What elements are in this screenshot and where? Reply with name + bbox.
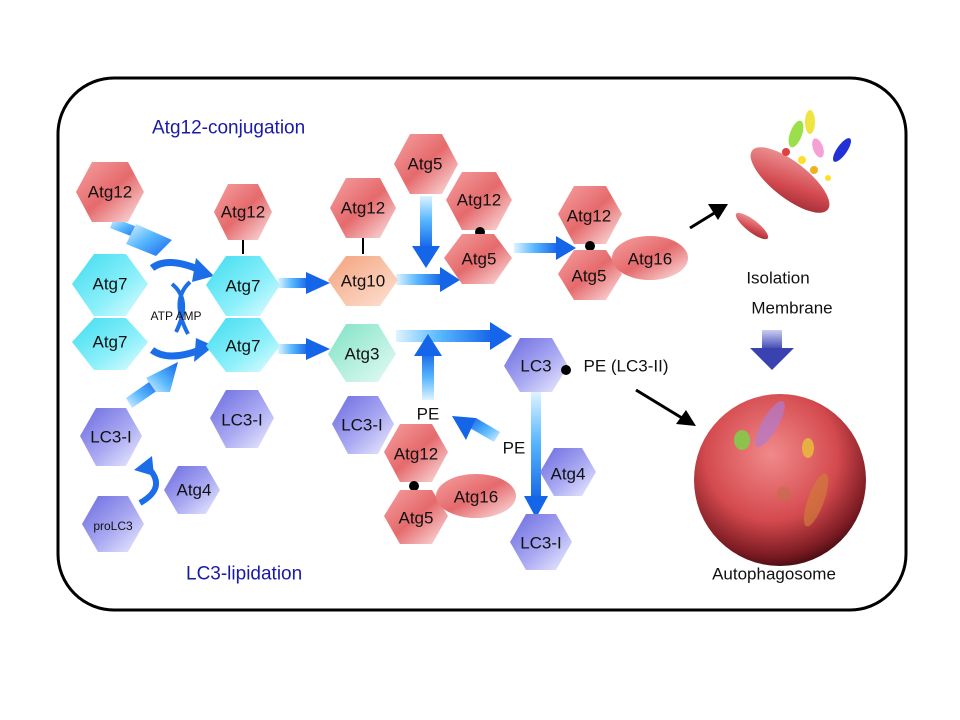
hex-lc3i-bottom: LC3-I xyxy=(510,514,572,570)
svg-text:LC3-I: LC3-I xyxy=(341,416,383,435)
svg-text:Atg4: Atg4 xyxy=(551,465,586,484)
svg-text:Atg12: Atg12 xyxy=(341,199,385,218)
svg-text:Atg16: Atg16 xyxy=(628,250,672,269)
arrow-pe-up xyxy=(414,334,442,400)
hex-atg12-free: Atg12 xyxy=(76,162,144,222)
svg-text:LC3-I: LC3-I xyxy=(90,428,132,447)
atp-cycle-arrow-top xyxy=(149,259,202,274)
hex-atg10: Atg10 xyxy=(328,256,398,306)
svg-text:Atg4: Atg4 xyxy=(177,481,212,500)
svg-text:Atg7: Atg7 xyxy=(226,277,261,296)
svg-text:Atg7: Atg7 xyxy=(226,337,261,356)
hex-atg5-bound: Atg5 xyxy=(444,234,512,284)
hex-lc3-lipidated: LC3 xyxy=(504,338,568,392)
hex-atg5-complex-top: Atg5 xyxy=(558,250,622,300)
hex-atg7-left-bottom: Atg7 xyxy=(72,318,148,370)
hex-atg12-complex-bottom: Atg12 xyxy=(384,424,448,482)
svg-text:Atg5: Atg5 xyxy=(572,267,607,286)
hex-atg7-right-top: Atg7 xyxy=(206,256,280,316)
atp-cycle-arrow-bottom xyxy=(149,346,202,360)
hex-atg4-left: Atg4 xyxy=(164,466,220,514)
hex-atg4-right: Atg4 xyxy=(540,448,596,496)
bond-dot-lc3-pe xyxy=(561,365,571,375)
pe-label-left: PE xyxy=(417,405,440,424)
svg-text:Atg12: Atg12 xyxy=(88,183,132,202)
svg-text:Atg10: Atg10 xyxy=(341,272,385,291)
arrow-to-autophagosome xyxy=(635,388,696,426)
lc3-ii-label: PE (LC3-II) xyxy=(583,357,668,376)
pe-label-right: PE xyxy=(503,439,526,458)
hex-atg12-complex-top: Atg12 xyxy=(558,186,622,244)
arrow-atg10-to-atg5 xyxy=(396,267,460,292)
atp-amp-label: ATP AMP xyxy=(151,309,202,323)
svg-text:Atg12: Atg12 xyxy=(394,445,438,464)
isolation-label: Isolation xyxy=(746,269,809,288)
svg-text:Atg12: Atg12 xyxy=(567,207,611,226)
svg-text:Atg12: Atg12 xyxy=(457,191,501,210)
arrow-atg5-down xyxy=(412,196,440,268)
arrow-atg3-to-lc3-pe xyxy=(396,322,512,350)
bond-dot-complex-top xyxy=(585,241,595,251)
svg-text:Atg12: Atg12 xyxy=(221,203,265,222)
ellipse-atg16-top: Atg16 xyxy=(612,236,688,280)
hex-atg5-complex-bottom: Atg5 xyxy=(384,490,448,544)
diagram-frame xyxy=(56,76,908,612)
svg-text:Atg7: Atg7 xyxy=(93,333,128,352)
svg-text:Atg5: Atg5 xyxy=(408,155,443,174)
hex-lc3i-under-atg7: LC3-I xyxy=(210,390,274,448)
hex-atg12-on-atg10: Atg12 xyxy=(330,178,396,238)
arrow-atg4-cleavage-head xyxy=(134,456,154,476)
arrow-atg12-to-atg7 xyxy=(110,218,172,256)
isolation-membrane-icon xyxy=(735,110,852,240)
svg-text:Atg3: Atg3 xyxy=(345,345,380,364)
hex-lc3i-under-atg3: LC3-I xyxy=(332,396,394,454)
ellipse-atg16-bottom: Atg16 xyxy=(436,474,516,518)
autophagosome-icon xyxy=(694,394,866,566)
lc3-lipidation-title: LC3-lipidation xyxy=(186,564,302,585)
atp-cycle-ring-2 xyxy=(177,280,192,335)
arrow-atg7-to-atg3 xyxy=(278,338,330,360)
autophagosome-label: Autophagosome xyxy=(712,565,836,584)
hex-atg5-free: Atg5 xyxy=(394,134,458,194)
arrow-lc3pe-to-lc3i xyxy=(524,392,548,518)
svg-text:LC3-I: LC3-I xyxy=(520,534,562,553)
arrow-to-atg16-complex xyxy=(514,236,576,260)
hex-atg12-on-atg7: Atg12 xyxy=(214,184,272,240)
hex-atg7-right-bottom: Atg7 xyxy=(206,318,280,372)
hex-lc3i-left: LC3-I xyxy=(80,408,142,466)
atp-cycle-ring xyxy=(170,282,185,333)
atg12-conjugation-title: Atg12-conjugation xyxy=(152,118,305,139)
arrow-to-isolation-membrane xyxy=(689,204,728,230)
hex-prolc3: proLC3 xyxy=(82,496,144,552)
svg-text:LC3-I: LC3-I xyxy=(221,411,263,430)
arrow-membrane-to-autophagosome xyxy=(750,330,794,370)
svg-text:LC3: LC3 xyxy=(520,357,551,376)
hex-atg7-left-top: Atg7 xyxy=(72,254,148,316)
svg-text:Atg7: Atg7 xyxy=(93,275,128,294)
arrow-lc3i-to-atg7 xyxy=(126,362,178,408)
bond-dot-complex-bottom xyxy=(409,481,419,491)
arrow-atg7-to-atg10 xyxy=(278,272,330,294)
atp-cycle-arrow-top-head xyxy=(192,258,214,282)
svg-text:Atg16: Atg16 xyxy=(454,488,498,507)
membrane-label: Membrane xyxy=(751,299,832,318)
svg-text:Atg5: Atg5 xyxy=(462,250,497,269)
svg-text:proLC3: proLC3 xyxy=(93,519,133,533)
hex-atg3: Atg3 xyxy=(328,324,396,382)
svg-text:Atg5: Atg5 xyxy=(399,509,434,528)
arrow-pe-to-pe xyxy=(452,416,500,442)
hex-atg12-on-atg5: Atg12 xyxy=(446,172,512,230)
